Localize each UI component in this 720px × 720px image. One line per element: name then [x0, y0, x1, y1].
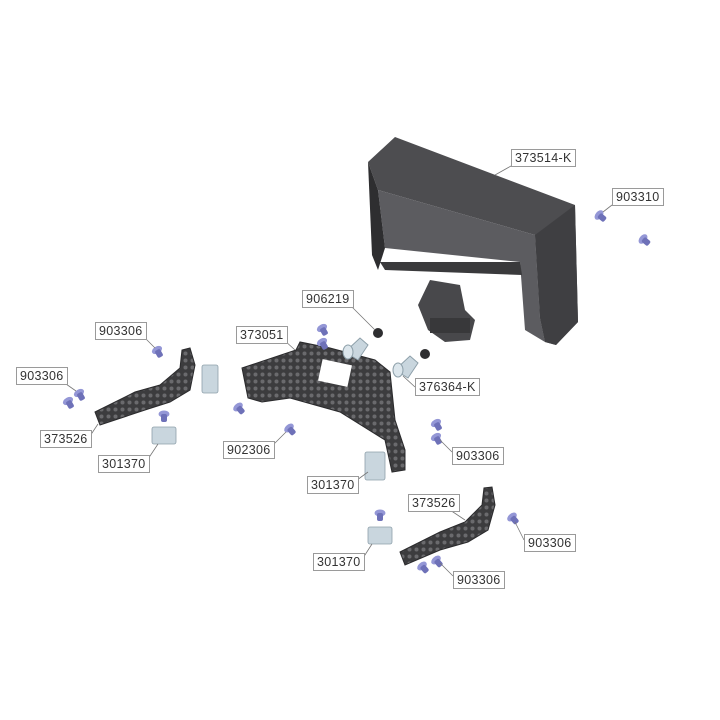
part-label-376364-k[interactable]: 376364-K: [415, 378, 480, 396]
part-label-906219[interactable]: 906219: [302, 290, 354, 308]
part-label-373514-k[interactable]: 373514-K: [511, 149, 576, 167]
plate-373051: [241, 341, 406, 473]
part-label-903306[interactable]: 903306: [524, 534, 576, 552]
spacer-blocks: [151, 364, 393, 545]
arm-373526-left: [94, 347, 196, 426]
part-label-301370[interactable]: 301370: [313, 553, 365, 571]
part-label-373526[interactable]: 373526: [40, 430, 92, 448]
part-label-903306[interactable]: 903306: [453, 571, 505, 589]
arm-373526-right: [399, 486, 496, 566]
part-label-903306[interactable]: 903306: [16, 367, 68, 385]
wing-373514-k: [368, 137, 578, 345]
part-label-903306[interactable]: 903306: [452, 447, 504, 465]
part-label-903310[interactable]: 903310: [612, 188, 664, 206]
part-label-903306[interactable]: 903306: [95, 322, 147, 340]
part-label-373051[interactable]: 373051: [236, 326, 288, 344]
standoffs: [342, 328, 430, 379]
part-label-373526[interactable]: 373526: [408, 494, 460, 512]
part-label-301370[interactable]: 301370: [307, 476, 359, 494]
part-label-301370[interactable]: 301370: [98, 455, 150, 473]
part-label-902306[interactable]: 902306: [223, 441, 275, 459]
